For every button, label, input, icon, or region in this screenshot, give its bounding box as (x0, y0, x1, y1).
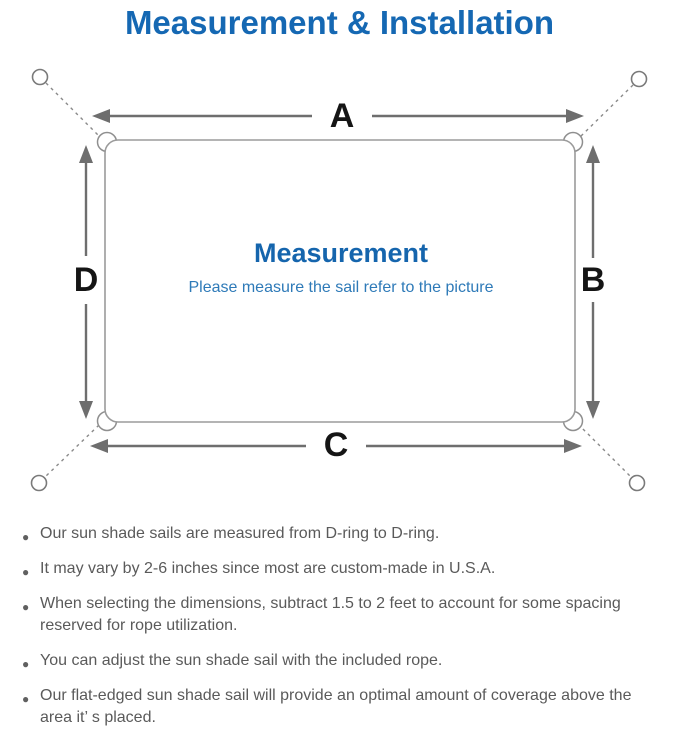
list-item: ● Our flat-edged sun shade sail will pro… (22, 685, 645, 729)
dimension-arrow-a (92, 109, 584, 123)
diagram-center-title: Measurement (254, 238, 428, 268)
bullet-icon: ● (22, 565, 30, 579)
dimension-label-d: D (74, 261, 99, 299)
anchor-ring-icon-top-right (630, 70, 648, 88)
tether-line-top-left (45, 82, 102, 139)
anchor-ring-icon-bottom-left (30, 474, 48, 492)
tether-line-bottom-right (577, 423, 632, 478)
dimension-label-a: A (330, 97, 355, 135)
bullet-icon: ● (22, 692, 30, 706)
note-text: When selecting the dimensions, subtract … (40, 595, 621, 634)
bullet-icon: ● (22, 600, 30, 614)
note-text: Our sun shade sails are measured from D-… (40, 525, 440, 542)
diagram-center-subtitle: Please measure the sail refer to the pic… (188, 279, 493, 296)
note-text: You can adjust the sun shade sail with t… (40, 652, 443, 669)
note-text: Our flat-edged sun shade sail will provi… (40, 687, 632, 726)
note-text: It may vary by 2-6 inches since most are… (40, 560, 496, 577)
measurement-diagram: A C B D Measurement Please measure the s… (0, 46, 679, 514)
list-item: ● Our sun shade sails are measured from … (22, 523, 679, 545)
shade-sail-outline (104, 139, 576, 423)
dimension-arrow-c (90, 439, 582, 453)
notes-list: ● Our sun shade sails are measured from … (0, 523, 679, 729)
dimension-arrow-b (586, 145, 600, 419)
dimension-arrow-d (79, 145, 93, 419)
tether-line-bottom-left (44, 424, 100, 478)
anchor-ring-icon-bottom-right (628, 474, 646, 492)
bullet-icon: ● (22, 657, 30, 671)
list-item: ● It may vary by 2-6 inches since most a… (22, 558, 679, 580)
dimension-label-c: C (324, 426, 349, 464)
measurement-diagram-svg: A C B D Measurement Please measure the s… (30, 68, 648, 492)
tether-line-top-right (578, 84, 634, 139)
list-item: ● You can adjust the sun shade sail with… (22, 650, 679, 672)
dimension-label-b: B (581, 261, 606, 299)
bullet-icon: ● (22, 530, 30, 544)
page-title: Measurement & Installation (124, 4, 555, 41)
anchor-ring-icon-top-left (31, 68, 49, 86)
list-item: ● When selecting the dimensions, subtrac… (22, 593, 673, 637)
